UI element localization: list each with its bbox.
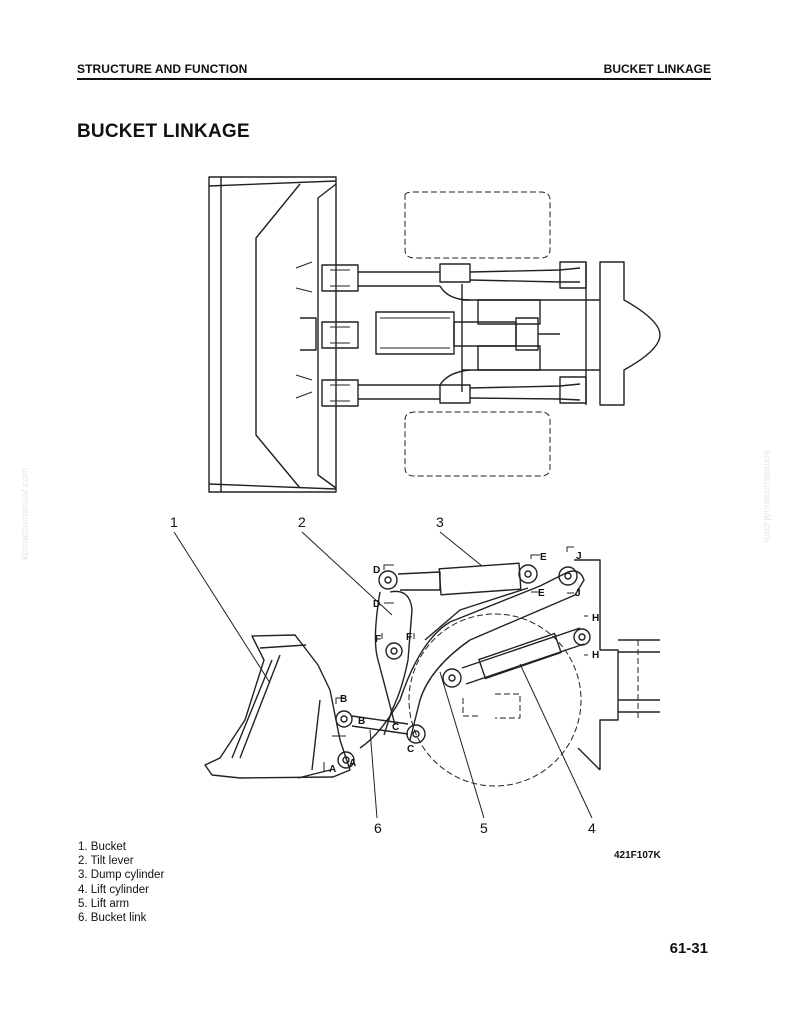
pin-label-j-1: J bbox=[576, 551, 582, 562]
page-title: BUCKET LINKAGE bbox=[77, 121, 250, 142]
top-view-wheels bbox=[404, 191, 551, 477]
pin-label-f-2: F bbox=[406, 632, 412, 643]
pin-labels: A A B B C C D D E E F F J J H H bbox=[329, 551, 599, 775]
watermark-left: komatsumanual.com bbox=[20, 467, 31, 560]
callout-6: 6 bbox=[374, 820, 382, 836]
page-number: 61-31 bbox=[669, 940, 708, 957]
callout-2: 2 bbox=[298, 514, 306, 530]
pin-label-b-1: B bbox=[340, 694, 347, 705]
side-view-drawing bbox=[204, 559, 660, 779]
pin-label-c-2: C bbox=[407, 744, 414, 755]
pin-label-e-2: E bbox=[538, 588, 545, 599]
callout-3: 3 bbox=[436, 514, 444, 530]
pin-label-h-2: H bbox=[592, 650, 599, 661]
top-view-drawing bbox=[208, 176, 661, 493]
parts-legend: 1. Bucket 2. Tilt lever 3. Dump cylinder… bbox=[78, 840, 164, 925]
callout-4: 4 bbox=[588, 820, 596, 836]
side-view-wheel bbox=[408, 613, 582, 787]
legend-item: 1. Bucket bbox=[78, 841, 126, 853]
callout-numbers: 1 2 3 6 5 4 bbox=[170, 514, 596, 836]
pin-label-f-1: F bbox=[375, 634, 381, 645]
callout-5: 5 bbox=[480, 820, 488, 836]
header-rule bbox=[77, 78, 711, 80]
legend-item: 6. Bucket link bbox=[78, 912, 147, 925]
pin-label-e-1: E bbox=[540, 552, 547, 563]
legend-item: 5. Lift arm bbox=[78, 897, 130, 910]
section-marks bbox=[323, 546, 588, 772]
watermark-right: komatsumanual.com bbox=[761, 450, 772, 543]
figure-code: 421F107K bbox=[614, 850, 661, 861]
callout-leaders bbox=[173, 531, 593, 819]
legend-item: 2. Tilt lever bbox=[78, 855, 134, 868]
callout-1: 1 bbox=[170, 514, 178, 530]
pin-label-j-2: J bbox=[575, 588, 581, 599]
pin-label-c-1: C bbox=[392, 722, 399, 733]
header-topic-title: BUCKET LINKAGE bbox=[603, 62, 711, 76]
pin-label-d-1: D bbox=[373, 565, 380, 576]
legend-item: 4. Lift cylinder bbox=[78, 883, 149, 896]
legend-item: 3. Dump cylinder bbox=[78, 869, 165, 882]
header-section-title: STRUCTURE AND FUNCTION bbox=[77, 62, 248, 76]
pin-label-d-2: D bbox=[373, 599, 380, 610]
pin-label-b-2: B bbox=[358, 716, 365, 727]
pin-label-a-1: A bbox=[329, 764, 336, 775]
pin-label-a-2: A bbox=[349, 758, 356, 769]
pin-label-h-1: H bbox=[592, 613, 599, 624]
